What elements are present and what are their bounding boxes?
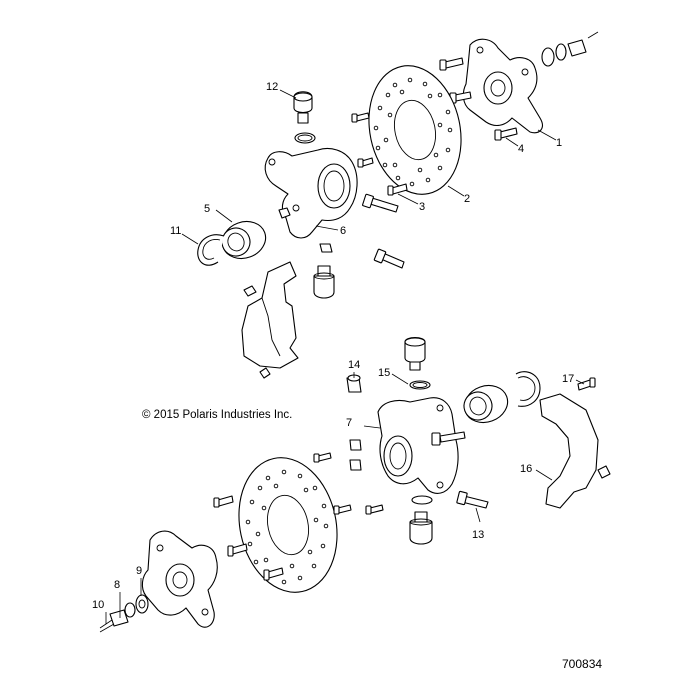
- callout-leaders: [105, 89, 585, 624]
- ball-joint-top-lower: [404, 336, 431, 390]
- caliper-bracket-lower: [539, 393, 611, 509]
- long-bolt-upper-b: [373, 248, 405, 269]
- callout-7: 7: [346, 417, 352, 429]
- screw-17: [577, 377, 596, 391]
- brake-disc-lower: [238, 457, 338, 593]
- callout-12: 12: [266, 81, 278, 93]
- ball-joint-upper: [293, 91, 316, 144]
- knuckle-nuts-upper: [278, 207, 333, 253]
- ball-joint-lower-upper: [313, 265, 335, 299]
- caliper-bracket-upper: [241, 261, 299, 379]
- ball-joint-bottom-lower: [409, 495, 433, 545]
- wheel-bearing-lower: [463, 384, 509, 424]
- callout-6: 6: [340, 225, 346, 237]
- callout-8: 8: [114, 579, 120, 591]
- callout-9: 9: [136, 565, 142, 577]
- callout-11: 11: [170, 225, 181, 237]
- callout-10: 10: [92, 599, 104, 611]
- wheel-hub-upper: [462, 38, 543, 134]
- hub-nut-lower: [99, 594, 149, 633]
- callout-16: 16: [520, 463, 532, 475]
- callout-2: 2: [464, 193, 470, 205]
- steering-knuckle-lower: [377, 397, 459, 494]
- callout-3: 3: [419, 201, 425, 213]
- knuckle-nuts-lower: [349, 439, 362, 471]
- snap-ring-lower: [515, 371, 541, 407]
- long-bolt-upper-a: [362, 193, 399, 213]
- callout-5: 5: [204, 203, 210, 215]
- copyright-notice: © 2015 Polaris Industries Inc.: [142, 409, 292, 421]
- hub-nut-upper: [541, 31, 599, 67]
- snap-ring-upper: [197, 234, 225, 266]
- disc-bolts-lower: [213, 452, 384, 515]
- disc-bolts-upper: [351, 112, 408, 196]
- callout-15: 15: [378, 367, 390, 379]
- callout-14: 14: [348, 359, 360, 371]
- callout-1: 1: [556, 137, 562, 149]
- callout-labels: 1 2 3 4 5 6 7 8 9 10 11 12 13 14 15 16 1…: [92, 81, 574, 611]
- brake-disc-upper: [368, 65, 462, 195]
- callout-13: 13: [472, 529, 484, 541]
- hub-studs-lower: [227, 543, 284, 581]
- wheel-hub-lower: [141, 530, 218, 628]
- callout-4: 4: [518, 143, 524, 155]
- callout-17: 17: [562, 373, 574, 385]
- long-bolt-lower-a: [431, 431, 466, 446]
- wheel-bearing-upper: [221, 220, 267, 260]
- document-number: 700834: [562, 657, 602, 671]
- long-bolt-lower-b: [456, 490, 489, 509]
